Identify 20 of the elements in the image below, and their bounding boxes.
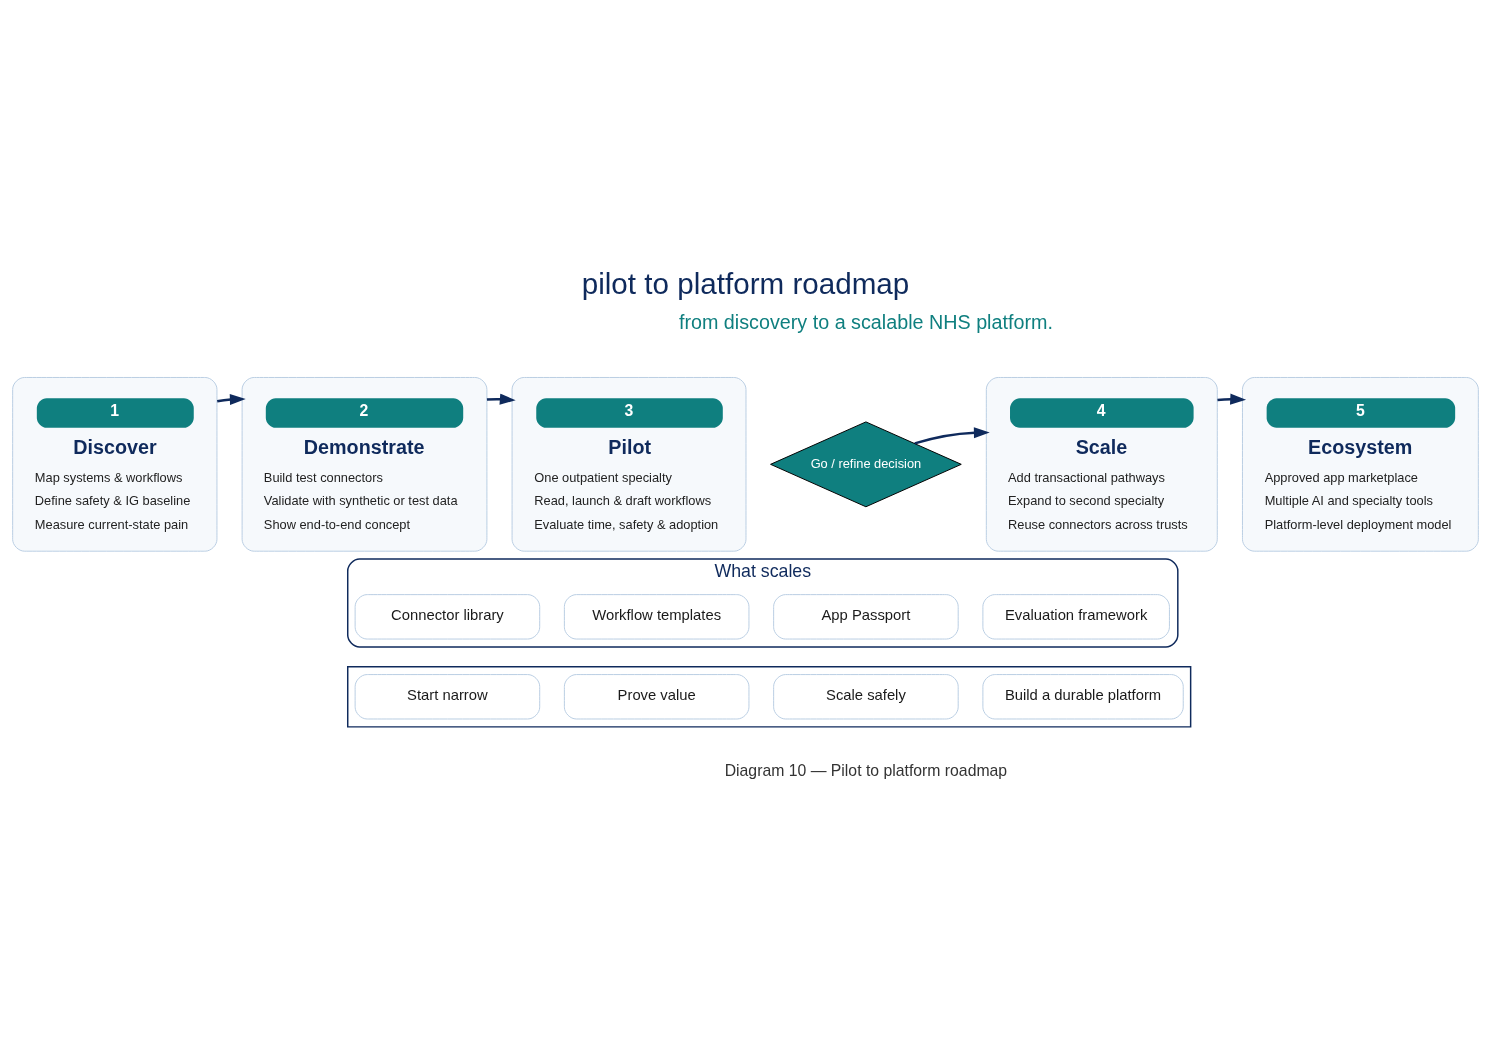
node-box: Build a durable platform	[982, 673, 1184, 719]
arrow	[1217, 393, 1247, 405]
node-box: Prove value	[563, 673, 750, 719]
node-box: 2 Demonstrate Build test connectors Validate with synthetic or test data Show end-to-end concept	[241, 376, 488, 552]
node-box: 4 Scale Add transactional pathways Expand to second specialty Reuse connectors across trusts	[985, 376, 1218, 552]
cluster	[347, 665, 1192, 728]
node-box: 1 Discover Map systems & workflows Define safety & IG baseline Measure current-state pain	[12, 376, 218, 552]
arrow	[914, 426, 990, 445]
node-box: Workflow templates	[563, 593, 750, 640]
node-box: Scale safely	[773, 673, 959, 719]
label: from discovery to a scalable NHS platform.	[678, 310, 1053, 333]
diagram-title: pilot to platform roadmap	[581, 266, 910, 300]
caption: Diagram 10 — Pilot to platform roadmap	[724, 761, 1008, 779]
node-box: Connector library	[354, 593, 541, 640]
node-box: 3 Pilot One outpatient specialty Read, launch & draft workflows Evaluate time, safety & adoption	[511, 376, 747, 552]
node-box: 5 Ecosystem Approved app marketplace Multiple AI and specialty tools Platform-level deployment model	[1241, 376, 1479, 552]
node-box: App Passport	[773, 593, 959, 640]
node-box: Evaluation framework	[982, 593, 1170, 640]
node-diamond: Go / refine decision	[770, 420, 962, 507]
node-box: Start narrow	[354, 673, 541, 719]
